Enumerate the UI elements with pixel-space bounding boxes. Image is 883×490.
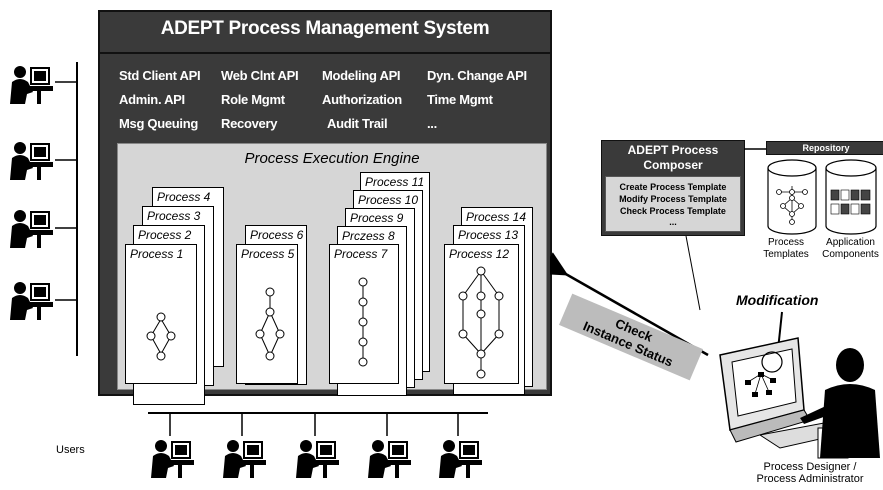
title-divider (100, 52, 550, 54)
repository-connector (744, 148, 766, 150)
api-label: Msg Queuing (119, 116, 199, 131)
system-title: ADEPT Process Management System (160, 18, 490, 39)
application-components-database-icon (825, 159, 877, 235)
left-user-bus (55, 62, 78, 356)
api-label: Role Mgmt (221, 92, 285, 107)
composer-command[interactable]: Modify Process Template (619, 194, 727, 204)
api-label: Web Clnt API (221, 68, 299, 83)
composer-command: ... (669, 217, 677, 227)
adept-process-composer: ADEPT Process Composer Create Process Te… (601, 140, 745, 236)
api-label: Modeling API (322, 68, 401, 83)
users-label: Users (56, 444, 85, 456)
modification-label: Modification (736, 292, 819, 308)
composer-commands: Create Process Template Modify Process T… (605, 176, 741, 232)
designer-workstation-icon (719, 337, 880, 459)
process-graphs (146, 266, 504, 379)
user-icon (10, 282, 53, 320)
repository-label: Repository (766, 141, 883, 155)
api-label: ... (427, 116, 437, 131)
user-icon (439, 440, 482, 478)
api-label: Dyn. Change API (427, 68, 527, 83)
user-icon (10, 210, 53, 248)
bottom-user-bus (148, 412, 488, 436)
adept-system-box: ADEPT Process Management System Std Clie… (98, 10, 552, 405)
composer-command[interactable]: Create Process Template (619, 182, 727, 192)
api-label: Authorization (322, 92, 402, 107)
user-icon (10, 66, 53, 104)
user-icon (223, 440, 266, 478)
api-label: Std Client API (119, 68, 201, 83)
engine-title: Process Execution Engine (244, 150, 420, 167)
api-label: Recovery (221, 116, 278, 131)
process-templates-database-icon (767, 159, 817, 235)
composer-command[interactable]: Check Process Template (620, 206, 726, 216)
designer-label: Process Designer / Process Administrator (756, 461, 864, 485)
user-icon (368, 440, 411, 478)
application-components-label: Application Components (822, 237, 879, 260)
process-execution-engine: Process Execution Engine Process 4 Proce… (117, 143, 547, 405)
api-label: Time Mgmt (427, 92, 493, 107)
user-icon (10, 142, 53, 180)
user-icon (296, 440, 339, 478)
api-label: Admin. API (119, 92, 185, 107)
user-icon (151, 440, 194, 478)
composer-title: ADEPT Process Composer (627, 143, 719, 172)
api-label: Audit Trail (327, 116, 388, 131)
process-templates-label: Process Templates (763, 237, 809, 260)
